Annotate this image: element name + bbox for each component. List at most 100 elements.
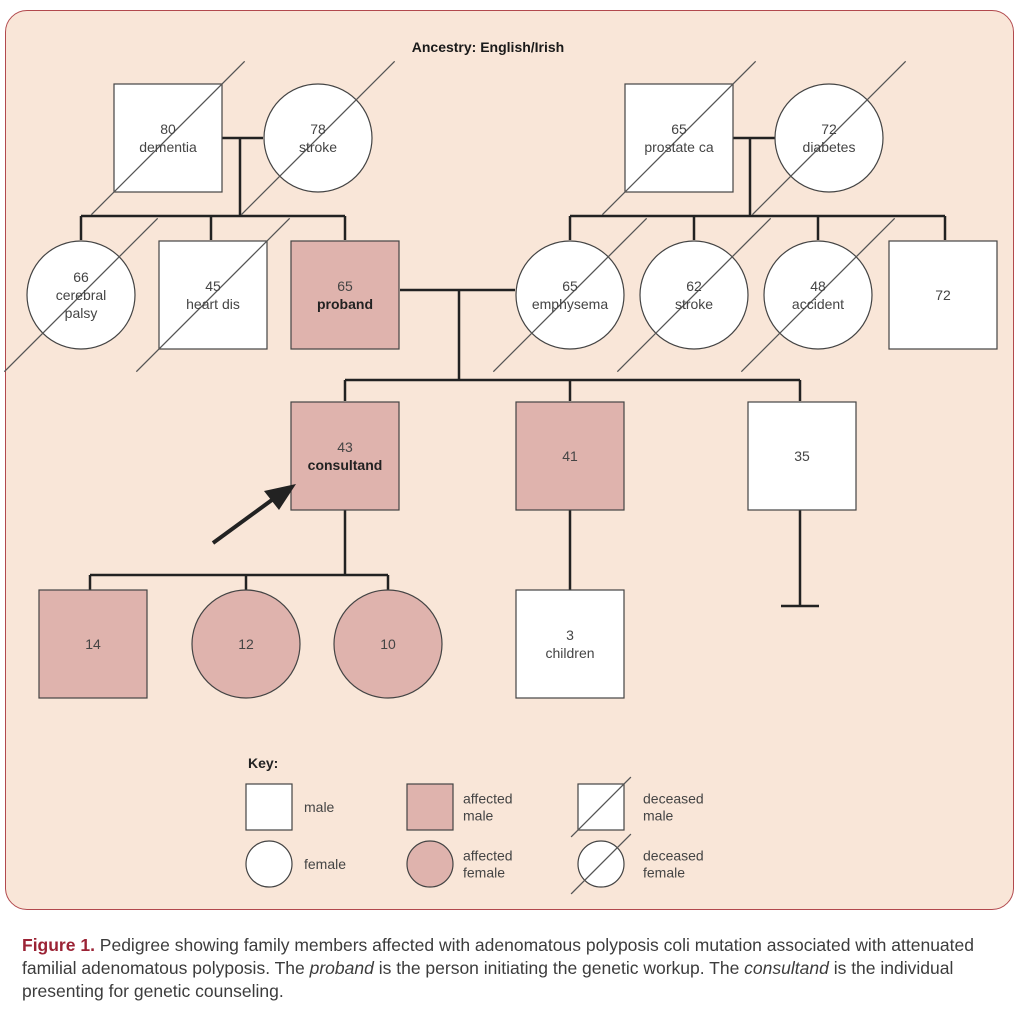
age-label: 14	[85, 636, 101, 652]
age-label: 72	[821, 121, 837, 137]
condition-label: emphysema	[532, 296, 608, 312]
affected-male-square	[38, 589, 148, 699]
condition-label: accident	[792, 296, 844, 312]
arrow-head	[264, 484, 296, 510]
key-label: male	[643, 808, 674, 824]
key-label: female	[304, 856, 346, 872]
age-label: 41	[562, 448, 578, 464]
key-label: affected	[463, 791, 513, 807]
caption-text-3: is the individual presenting for genetic…	[22, 958, 954, 1001]
key-label: deceased	[643, 848, 704, 864]
pedigree-diagram: Ancestry: English/Irish 80 dementia 78 strok…	[3, 39, 998, 895]
age-label: 45	[205, 278, 221, 294]
person-son-41: 41	[515, 401, 625, 511]
person-grandson-14: 14	[38, 589, 148, 699]
key-label: deceased	[643, 791, 704, 807]
key-label: male	[304, 799, 335, 815]
affected-male-square	[515, 401, 625, 511]
key-label: female	[643, 865, 685, 881]
male-square	[515, 589, 625, 699]
male-square	[747, 401, 857, 511]
key-symbol-circle	[406, 840, 454, 888]
deceased-slash	[3, 217, 159, 373]
age-label: 65	[671, 121, 687, 137]
person-uncle-heart: 45 heart dis	[135, 217, 291, 373]
person-children-3: 3 children	[515, 589, 625, 699]
deceased-slash	[601, 60, 757, 216]
age-label: 48	[810, 278, 826, 294]
person-aunt-accident: 48 accident	[740, 217, 896, 373]
person-consultand: 43 consultand	[290, 401, 400, 511]
person-son-35: 35	[747, 401, 857, 511]
condition-label: consultand	[308, 457, 383, 473]
condition-label: dementia	[139, 139, 197, 155]
key-symbol-square	[245, 783, 293, 831]
age-label: 62	[686, 278, 702, 294]
affected-female-circle	[191, 589, 301, 699]
key-symbol-circle	[245, 840, 293, 888]
condition-label: prostate ca	[644, 139, 713, 155]
person-proband: 65 proband	[290, 240, 400, 350]
deceased-slash	[570, 833, 632, 895]
caption-term-consultand: consultand	[744, 958, 829, 978]
person-granddaughter-12: 12	[191, 589, 301, 699]
ancestry-label: Ancestry: English/Irish	[412, 39, 564, 55]
person-granddaughter-10: 10	[333, 589, 443, 699]
deceased-slash	[240, 60, 396, 216]
key-label: male	[463, 808, 494, 824]
condition-label: cerebral	[56, 287, 107, 303]
deceased-slash	[135, 217, 291, 373]
key-item: male	[245, 783, 335, 831]
key-label: affected	[463, 848, 513, 864]
affected-female-circle	[333, 589, 443, 699]
age-label: 12	[238, 636, 254, 652]
caption-term-proband: proband	[309, 958, 374, 978]
deceased-slash	[90, 60, 246, 216]
caption-text-2: is the person initiating the genetic wor…	[373, 958, 745, 978]
person-aunt-stroke: 62 stroke	[616, 217, 772, 373]
key-title: Key:	[248, 755, 278, 771]
affected-male-square	[290, 240, 400, 350]
person-mat-grandmother: 72 diabetes	[751, 60, 907, 216]
condition-label: stroke	[299, 139, 337, 155]
age-label: 78	[310, 121, 326, 137]
age-label: 80	[160, 121, 176, 137]
arrow-shaft	[211, 495, 278, 545]
consultand-arrow	[211, 484, 296, 545]
figure-caption: Figure 1. Pedigree showing family member…	[22, 934, 1012, 1003]
key-label: female	[463, 865, 505, 881]
deceased-slash	[492, 217, 648, 373]
condition-label: diabetes	[803, 139, 856, 155]
male-square	[888, 240, 998, 350]
person-uncle-72: 72	[888, 240, 998, 350]
age-label: 66	[73, 269, 89, 285]
key-item: female	[245, 840, 346, 888]
person-pat-grandmother: 78 stroke	[240, 60, 396, 216]
person-aunt-palsy: 66 cerebral palsy	[3, 217, 159, 373]
condition-label: stroke	[675, 296, 713, 312]
age-label: 3	[566, 627, 574, 643]
condition-label: palsy	[65, 305, 98, 321]
condition-label: heart dis	[186, 296, 240, 312]
condition-label: children	[545, 645, 594, 661]
person-pat-grandfather: 80 dementia	[90, 60, 246, 216]
caption-label: Figure 1.	[22, 935, 95, 955]
person-mother: 65 emphysema	[492, 217, 648, 373]
deceased-slash	[751, 60, 907, 216]
affected-male-square	[290, 401, 400, 511]
age-label: 72	[935, 287, 951, 303]
deceased-slash	[570, 776, 632, 838]
key-symbol-square	[406, 783, 454, 831]
age-label: 65	[562, 278, 578, 294]
deceased-slash	[740, 217, 896, 373]
condition-label: proband	[317, 296, 373, 312]
age-label: 43	[337, 439, 353, 455]
person-mat-grandfather: 65 prostate ca	[601, 60, 757, 216]
age-label: 10	[380, 636, 396, 652]
age-label: 65	[337, 278, 353, 294]
caption-text-1: Pedigree showing family members affected…	[22, 935, 974, 978]
